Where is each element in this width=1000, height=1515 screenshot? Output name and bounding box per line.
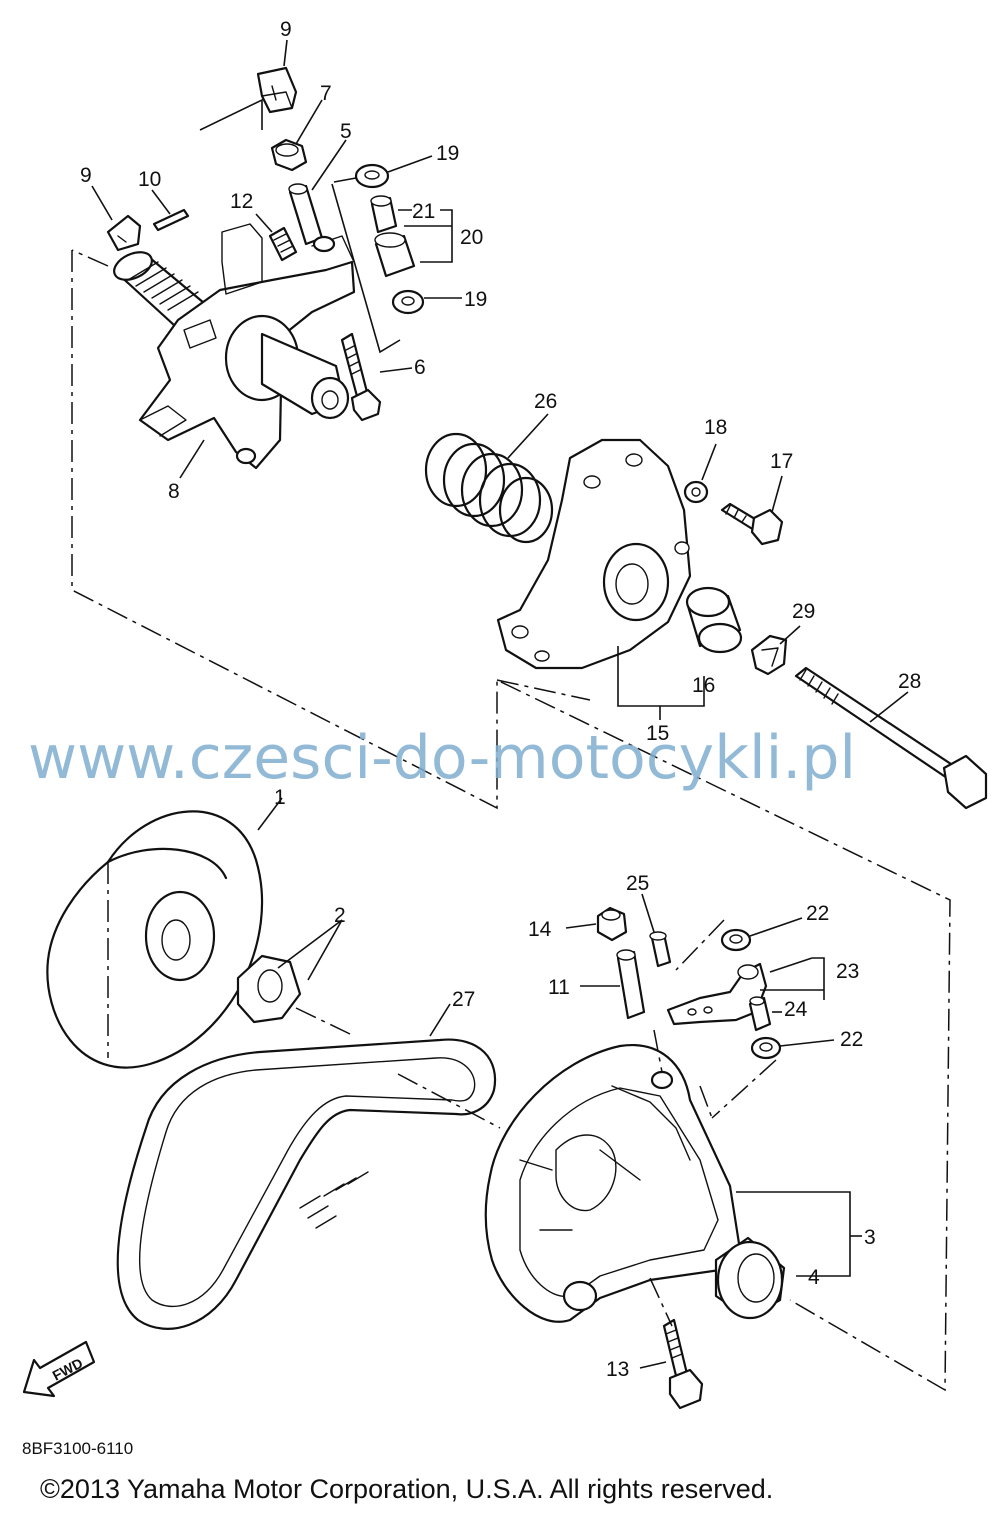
part-7-nut xyxy=(270,138,308,172)
callout-9-top: 9 xyxy=(280,18,292,41)
part-22-washer-top xyxy=(720,928,752,952)
part-9-clip-top xyxy=(256,66,298,114)
part-10-pin xyxy=(152,208,190,232)
copyright-notice: ©2013 Yamaha Motor Corporation, U.S.A. A… xyxy=(40,1474,773,1504)
callout-21: 21 xyxy=(412,200,435,223)
callout-3: 3 xyxy=(864,1226,876,1249)
callout-9-left: 9 xyxy=(80,164,92,187)
callout-2: 2 xyxy=(334,904,346,927)
diagram-code: 8BF3100-6110 xyxy=(22,1439,133,1458)
callout-26: 26 xyxy=(534,390,557,413)
callout-15: 15 xyxy=(646,722,669,745)
part-1-fixed-sheave xyxy=(46,810,264,1069)
callout-19-lower: 19 xyxy=(464,288,487,311)
part-12-pin xyxy=(268,226,298,262)
part-3-moveable-sheave xyxy=(484,1043,742,1323)
part-17-bolt xyxy=(720,502,784,546)
callout-14: 14 xyxy=(528,918,552,941)
callout-23: 23 xyxy=(836,960,859,983)
callout-5: 5 xyxy=(340,120,352,143)
alignment-line-2 xyxy=(295,1007,351,1035)
callout-13: 13 xyxy=(606,1358,629,1381)
part-14-nut xyxy=(596,906,628,942)
callout-27: 27 xyxy=(452,988,475,1011)
part-9-clip-left xyxy=(106,214,142,252)
part-13-bolt xyxy=(662,1318,704,1410)
callout-24: 24 xyxy=(784,998,808,1021)
callout-25: 25 xyxy=(626,872,649,895)
callout-10: 10 xyxy=(138,168,161,191)
callout-17: 17 xyxy=(770,450,793,473)
part-22-washer-bottom xyxy=(750,1036,782,1060)
watermark-text: www.czesci-do-motocykli.pl xyxy=(28,723,856,793)
part-19-washer-lower xyxy=(391,289,425,315)
callout-11: 11 xyxy=(548,976,570,999)
part-15-cap-cover xyxy=(496,438,692,670)
part-29-clip xyxy=(750,634,788,676)
callout-29: 29 xyxy=(792,600,815,623)
assembly-outline-inner xyxy=(71,249,591,701)
part-11-pin xyxy=(616,949,646,1020)
part-21-bushing xyxy=(370,195,398,234)
callout-22-bottom: 22 xyxy=(840,1028,863,1051)
callout-18: 18 xyxy=(704,416,727,439)
callout-22-top: 22 xyxy=(806,902,829,925)
part-23-weight-arm xyxy=(666,962,768,1026)
callout-8: 8 xyxy=(168,480,180,503)
part-24-bushing xyxy=(748,996,772,1032)
part-28-long-bolt xyxy=(794,666,988,810)
alignment-line-27 xyxy=(397,1073,501,1129)
alignment-line-13 xyxy=(649,1277,673,1327)
callout-20: 20 xyxy=(460,226,483,249)
part-8-spider-hub xyxy=(113,223,356,470)
callout-1: 1 xyxy=(274,786,286,809)
callout-16: 16 xyxy=(692,674,715,697)
part-16-bushing xyxy=(685,586,743,654)
callout-4: 4 xyxy=(808,1266,820,1289)
callout-12: 12 xyxy=(230,190,253,213)
callout-7: 7 xyxy=(320,82,332,105)
part-18-washer xyxy=(683,480,709,504)
part-25-pin xyxy=(649,931,672,968)
part-5-pin xyxy=(288,183,324,246)
fwd-arrow-icon: FWD xyxy=(22,1340,96,1398)
part-19-washer-top xyxy=(354,163,390,189)
part-26-spring xyxy=(424,432,554,544)
part-2-collet xyxy=(236,954,302,1024)
assembly-outline xyxy=(71,250,951,1392)
part-27-drive-belt xyxy=(116,1038,497,1330)
part-20-collar xyxy=(374,232,416,278)
callout-19-top: 19 xyxy=(436,142,459,165)
part-4-bushing xyxy=(714,1236,786,1320)
part-6-bolt xyxy=(340,332,382,422)
callout-6: 6 xyxy=(414,356,426,379)
callout-28: 28 xyxy=(898,670,921,693)
